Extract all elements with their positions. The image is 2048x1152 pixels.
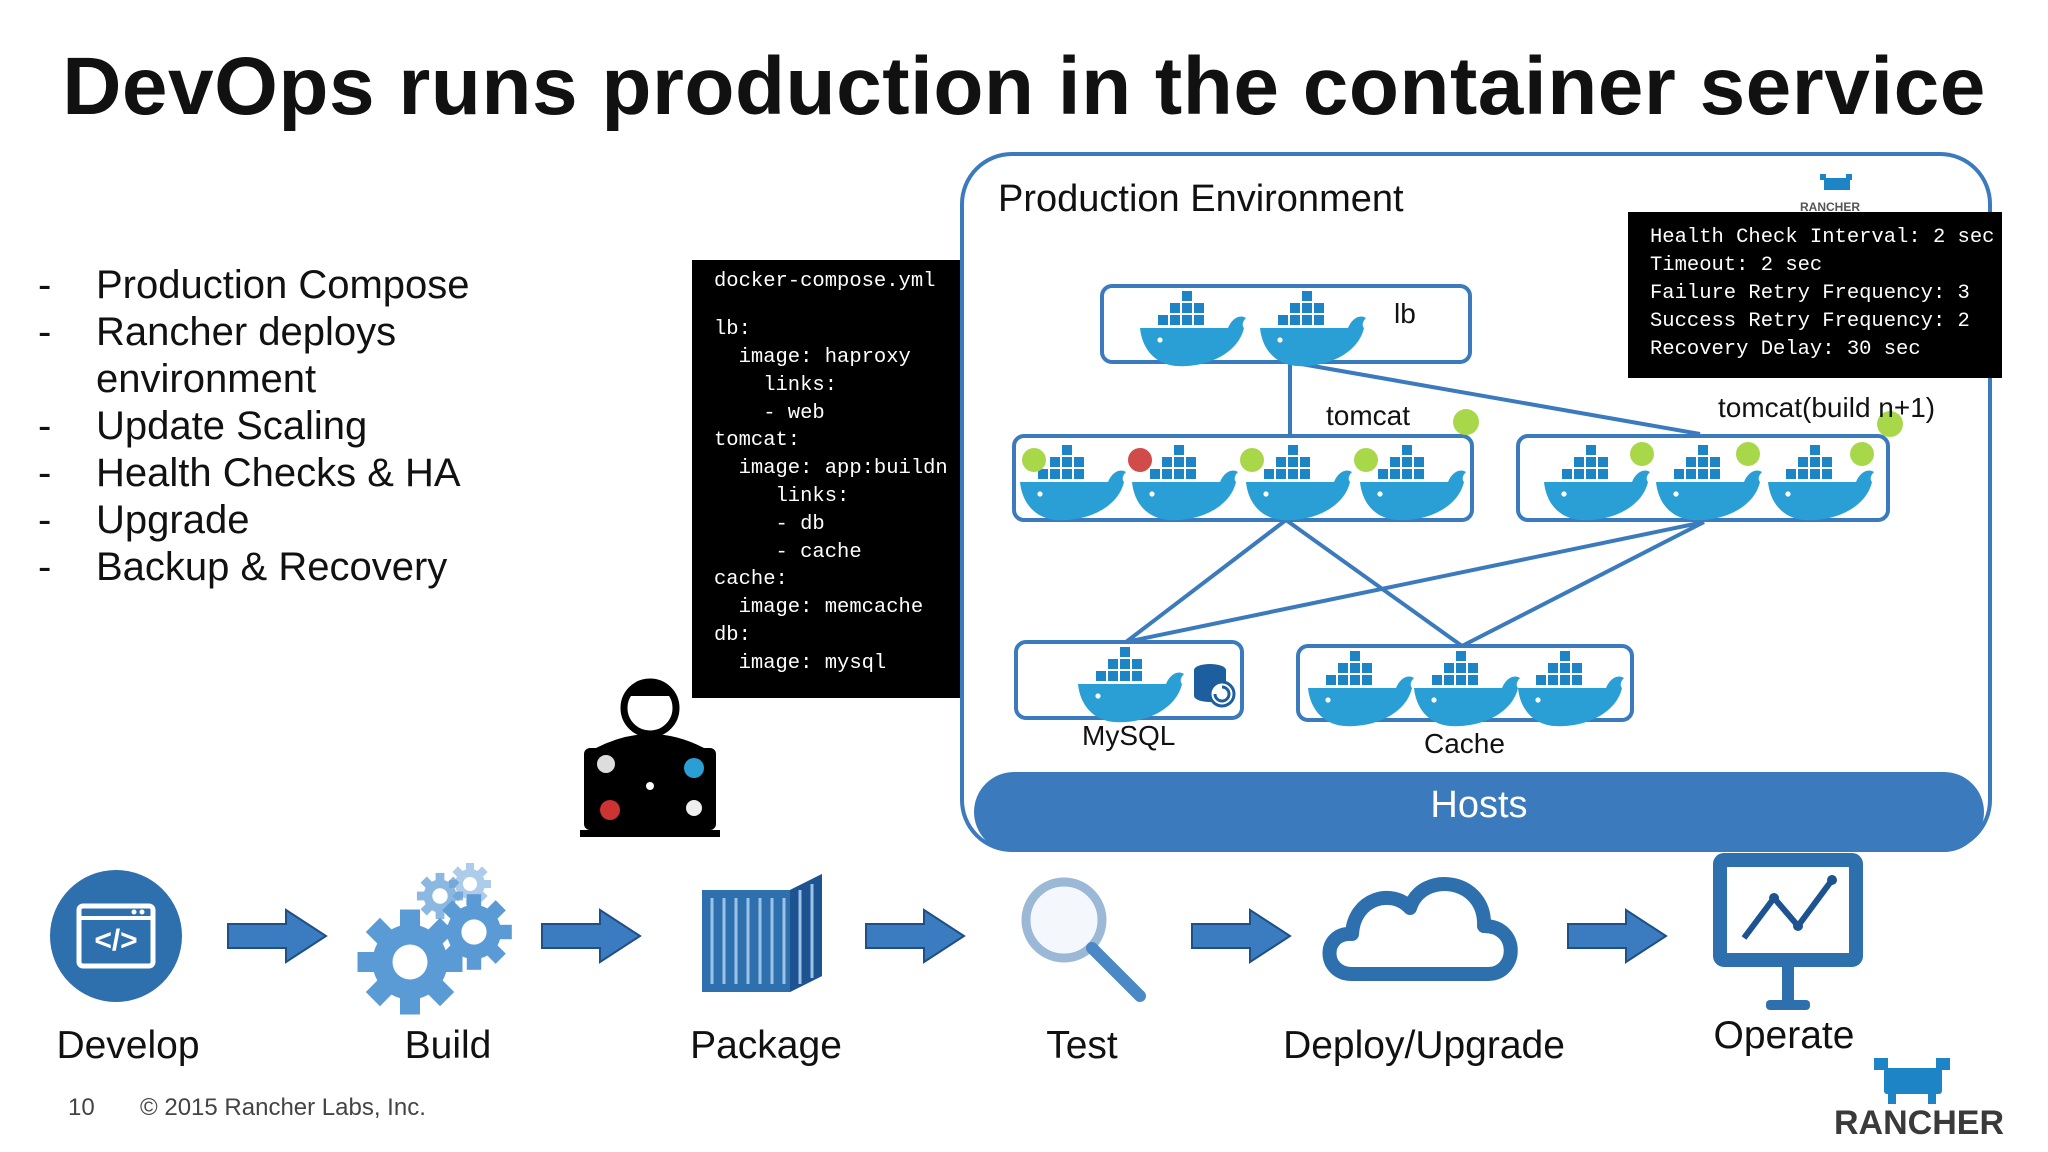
compose-file-line: - db — [714, 512, 825, 536]
health-check-line: Recovery Delay: 30 sec — [1650, 338, 1921, 361]
healthy-status-dot — [1240, 448, 1264, 472]
stage-label-package: Package — [690, 1024, 842, 1067]
stage-label-develop: Develop — [56, 1024, 200, 1067]
bullet-item: Upgrade — [38, 497, 536, 544]
tomcat-label: tomcat — [1326, 400, 1411, 431]
compose-file-line: - cache — [714, 540, 862, 564]
compose-file-line: cache: — [714, 568, 788, 592]
cache-label: Cache — [1424, 728, 1505, 759]
arrow-icon — [541, 909, 641, 963]
hosts-label: Hosts — [1430, 784, 1528, 826]
code-window-icon: </> — [50, 870, 182, 1002]
healthy-status-dot — [1354, 448, 1378, 472]
lb-label: lb — [1394, 298, 1416, 329]
healthy-status-dot — [1630, 442, 1654, 466]
bullet-item: Update Scaling — [38, 403, 536, 450]
arrow-icon — [1191, 909, 1291, 963]
magnifier-icon — [1021, 877, 1146, 1002]
stage-label-operate: Operate — [1713, 1014, 1855, 1057]
mysql-label: MySQL — [1082, 720, 1176, 751]
health-check-line: Success Retry Frequency: 2 — [1650, 310, 1970, 333]
health-check-line: Health Check Interval: 2 sec — [1650, 226, 1995, 249]
copyright-text: © 2015 Rancher Labs, Inc. — [140, 1094, 426, 1121]
stage-label-deploy-upgrade: Deploy/Upgrade — [1283, 1024, 1565, 1067]
bullet-item: Health Checks & HA — [38, 450, 536, 497]
compose-file-line: docker-compose.yml — [714, 270, 936, 293]
page-number: 10 — [68, 1094, 95, 1121]
stage-label-build: Build — [404, 1024, 492, 1067]
health-check-line: Failure Retry Frequency: 3 — [1650, 282, 1970, 305]
cloud-icon — [1322, 877, 1518, 981]
bullet-list: Production Compose Rancher deploys envir… — [38, 262, 536, 591]
healthy-status-dot — [1022, 448, 1046, 472]
bullet-item: Backup & Recovery — [38, 544, 536, 591]
arrow-icon — [865, 909, 965, 963]
compose-file-panel: docker-compose.yml lb: image: haproxy lin… — [692, 260, 984, 698]
compose-file-line: links: — [714, 373, 838, 397]
healthy-status-dot — [1877, 411, 1903, 437]
compose-file-line: image: haproxy — [714, 346, 911, 370]
stage-label-test: Test — [1046, 1024, 1118, 1067]
rancher-logo-icon — [1820, 174, 1852, 190]
shipping-container-icon — [702, 874, 822, 992]
developer-laptop-icon — [580, 678, 720, 837]
monitor-chart-icon — [1713, 853, 1863, 1010]
bullet-item: Rancher deploys environment — [38, 309, 536, 403]
svg-text:</>: </> — [94, 924, 137, 957]
bullet-item: Production Compose — [38, 262, 536, 309]
compose-file-line: lb: — [714, 318, 751, 342]
compose-file-line: image: app:buildn — [714, 457, 948, 481]
compose-file-line: db: — [714, 624, 751, 648]
healthy-status-dot — [1850, 442, 1874, 466]
compose-file-line: tomcat: — [714, 429, 801, 453]
database-restore-icon — [1194, 664, 1236, 708]
gears-icon — [357, 863, 512, 1015]
compose-file-line: links: — [714, 485, 850, 509]
healthy-status-dot — [1453, 409, 1479, 435]
slide-title: DevOps runs production in the container … — [62, 41, 1986, 132]
compose-file-line: image: memcache — [714, 596, 924, 620]
rancher-logo-text: RANCHER — [1834, 1104, 2004, 1142]
compose-file-line: image: mysql — [714, 651, 887, 675]
rancher-logo-icon — [1874, 1058, 1950, 1104]
health-check-line: Timeout: 2 sec — [1650, 254, 1823, 277]
rancher-mini-logo-text: RANCHER — [1800, 200, 1860, 214]
arrow-icon — [1567, 909, 1667, 963]
production-environment-title: Production Environment — [998, 178, 1404, 220]
hosts-bar — [974, 772, 1984, 852]
compose-file-line: - web — [714, 401, 825, 425]
unhealthy-status-dot — [1128, 448, 1152, 472]
healthy-status-dot — [1736, 442, 1760, 466]
arrow-icon — [227, 909, 327, 963]
tomcat-next-label: tomcat(build n+1) — [1718, 392, 1936, 423]
